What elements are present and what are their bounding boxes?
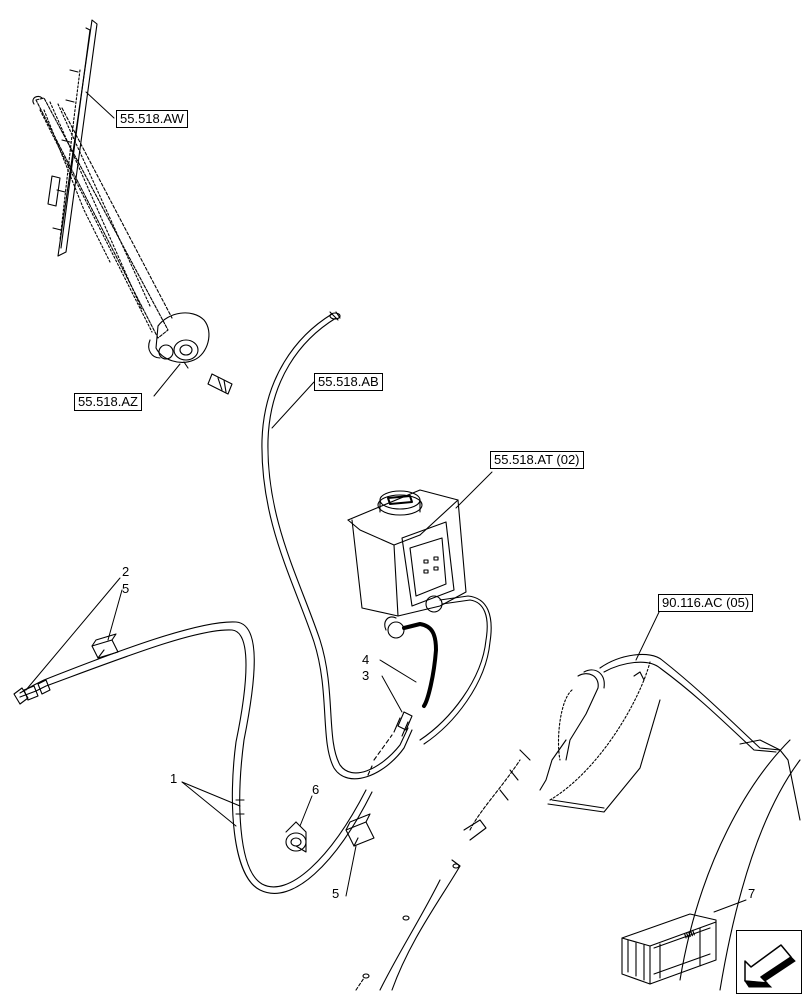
ref-reservoir[interactable]: 55.518.AT (02) [490,451,584,469]
callout-grommet: 6 [312,782,320,797]
leader-dash [367,734,393,776]
ref-cab-panel[interactable]: 90.116.AC (05) [658,594,754,612]
hose-lower-drawing [13,621,373,894]
leader-lines [25,91,747,913]
callout-clip-lower: 5 [332,886,340,901]
ref-hose-upper[interactable]: 55.518.AB [314,373,383,391]
wiper-motor-drawing [148,312,233,395]
callout-nozzle: 2 [122,564,130,579]
arrow-down-left-icon [744,944,796,988]
wiper-arm-drawing [32,95,173,339]
clip-upper-drawing [91,633,119,659]
reservoir-drawing [347,489,492,745]
callout-connector: 3 [362,668,370,683]
ref-wiper-motor[interactable]: 55.518.AZ [74,393,142,411]
connector-drawing [393,711,413,737]
callout-kit: 7 [748,886,756,901]
kit-box-drawing [621,913,717,985]
callout-hose: 1 [170,771,178,786]
callout-hose-section: 4 [362,652,370,667]
grommet-drawing [285,821,307,853]
wiper-blade-drawing [47,19,98,257]
clip-lower-drawing [345,813,375,847]
callout-clip-upper: 5 [122,581,130,596]
ref-wiper-blade[interactable]: 55.518.AW [116,110,188,128]
navigation-button[interactable] [736,930,802,994]
cab-panel-drawing [355,653,801,991]
hose-upper-drawing [261,311,413,780]
